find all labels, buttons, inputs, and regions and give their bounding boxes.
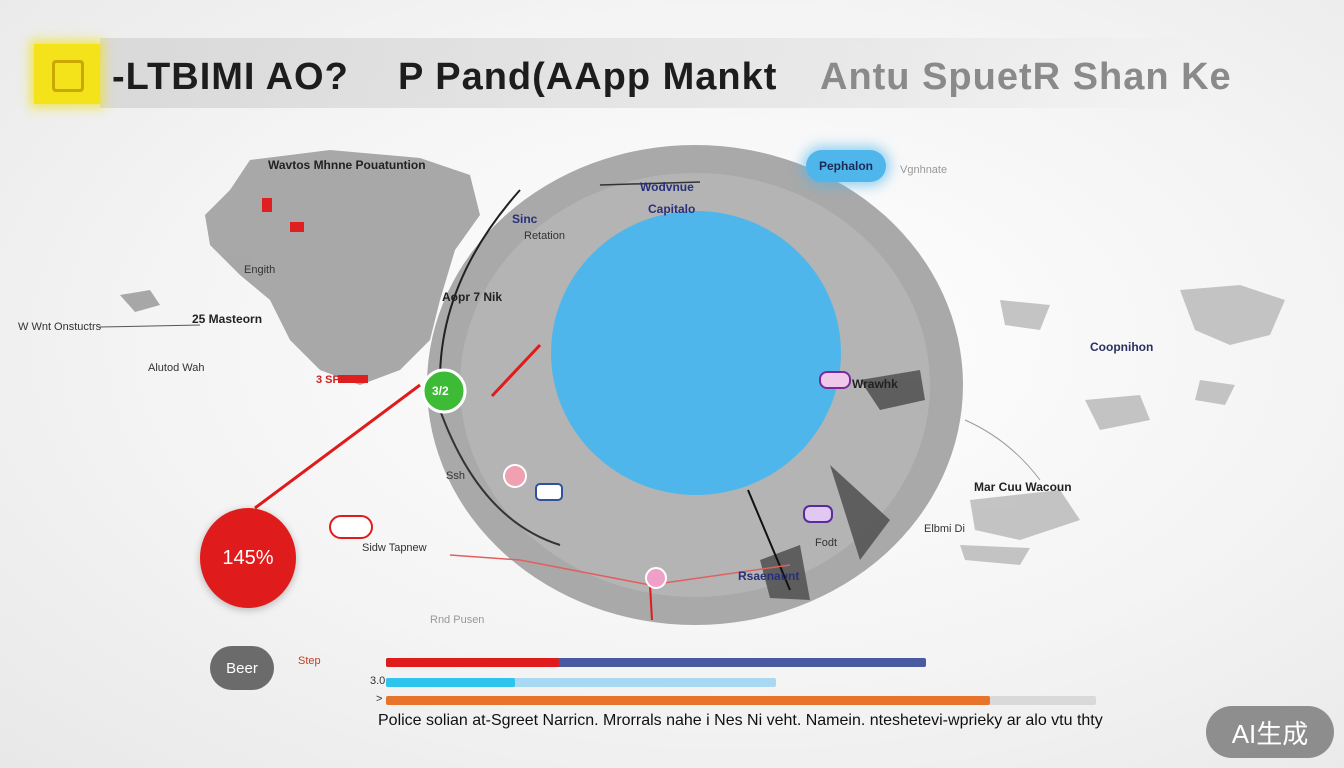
blue-core [551,211,841,495]
right-map-shape [960,285,1285,565]
label-wodvnue: Wodvnue [640,180,694,194]
label-retation: Retation [524,230,565,242]
header-bar [100,38,1200,108]
purple-badge-2 [819,371,851,389]
label-sinc: Sinc [512,212,538,226]
label-elbmi: Elbmi Di [924,523,965,535]
label-bottom-navy: Rsaenaunt [738,569,800,583]
dark-wedges [760,370,925,600]
label-engith: Engith [244,264,276,276]
label-sidw: Sidw Tapnew [362,542,427,554]
pill-pephalon: Pephalon [806,150,886,182]
logo-icon [34,44,100,104]
label-ssh: Ssh [446,470,465,482]
bar-label-1: Step [298,655,321,667]
left-map-highlights [262,198,368,383]
dark-bubble: Beer [210,646,274,690]
label-ratio: Fodt [815,537,838,549]
label-pill-side: Vgnhnate [900,164,948,176]
red-outline-badge [329,515,373,539]
green-node-label: 3/2 [432,384,449,398]
ai-generated-badge: AI生成 [1206,706,1334,758]
pink-node-2 [645,567,667,589]
label-capitalo: Capitalo [648,202,696,216]
page-title-faded: Antu SpuetR Shan Ke [820,56,1232,98]
left-map-shape [120,150,480,385]
label-wnt-onstuctrs: W Wnt Onstuctrs [18,321,102,333]
page-title: P Pand(AApp Mankt [398,56,778,98]
footer-text: Police solian at-Sgreet Narricn. Mrorral… [378,712,1103,729]
label-coopnihon: Coopnihon [1090,340,1154,354]
purple-badge [803,505,833,523]
label-side-below: Rnd Pusen [430,614,485,626]
label-marcuu: Mar Cuu Wacoun [974,480,1072,494]
label-top-left-map: Wavtos Mhnne Pouatuntion [268,158,426,172]
label-masteorn: 25 Masteorn [192,312,263,326]
label-wrawhk: Wrawhk [852,377,898,391]
bar-label-2: 3.0 [370,675,386,687]
pink-node-1 [503,464,527,488]
red-stat-circle: 145% [200,508,296,608]
page-title-left: -LTBIMI AO? [112,56,349,98]
label-aopr: Aopr 7 Nik [442,290,503,304]
label-alutod: Alutod Wah [148,362,205,374]
green-node [421,368,467,414]
label-red-small: 3 SPD [316,374,348,386]
bar-label-3: > [376,693,383,705]
blue-badge-1 [535,483,563,501]
